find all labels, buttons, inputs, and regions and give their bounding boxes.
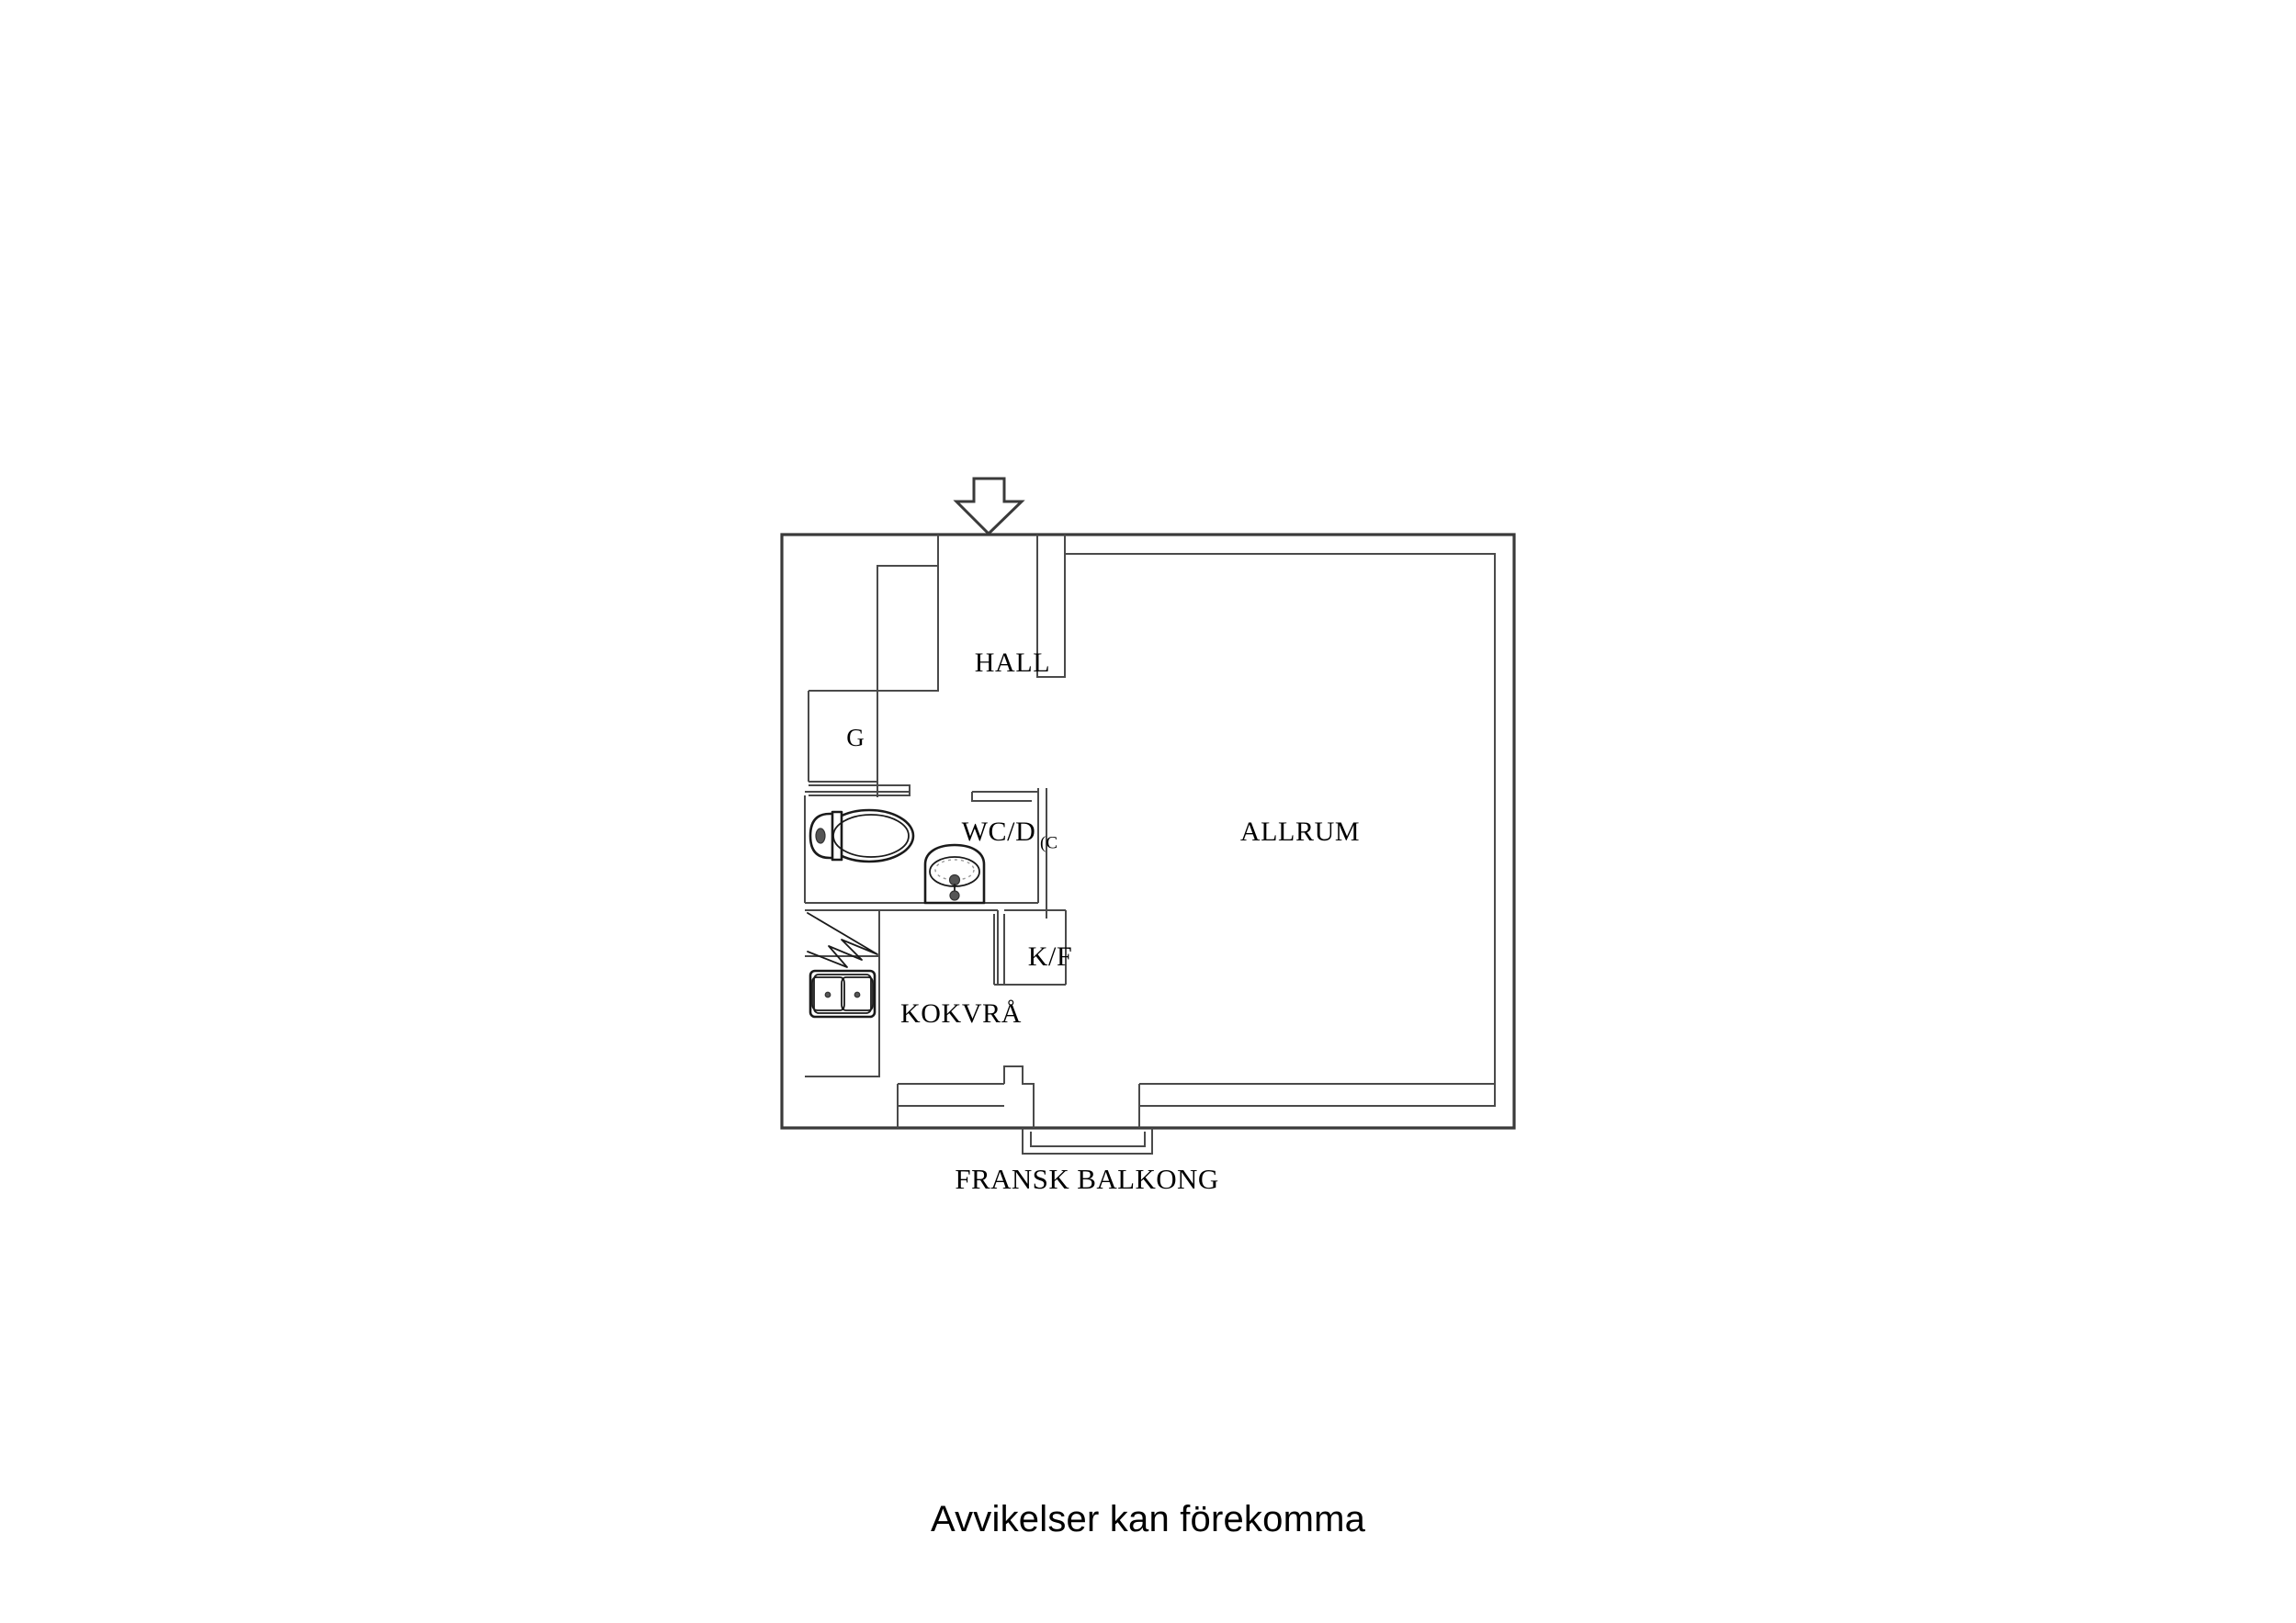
hall-closet-partition [877,535,939,797]
entrance-arrow-icon [953,477,1025,536]
fransk-balkong-structure [1022,1128,1153,1155]
bottom-wall-openings [897,1065,1495,1128]
room-label-garderob: G [846,724,865,751]
toilet-fixture [809,808,915,863]
kf-room-walls [993,909,1067,986]
room-label-kokvra: KOKVRÅ [900,998,1022,1029]
garderob-room-walls [808,690,910,796]
room-label-allrum: ALLRUM [1240,817,1360,847]
double-sink-fixture [809,969,877,1019]
fransk-balkong-label: FRANSK BALKONG [955,1163,1218,1195]
washbasin-fixture [923,843,986,905]
room-label-kf: K/F [1028,941,1073,972]
wc-room-walls [804,788,1047,919]
stove-hob-fixture [807,912,878,968]
room-label-hall: HALL [975,648,1050,678]
wc-clipped-note: (C [1040,833,1058,852]
disclaimer-caption: Avvikelser kan förekomma [930,1499,1366,1539]
kokvra-room-walls [805,909,999,1077]
room-label-wc: WC/D [962,817,1036,847]
exterior-wall [780,533,1516,1130]
hall-entry-partition [1036,535,1066,678]
